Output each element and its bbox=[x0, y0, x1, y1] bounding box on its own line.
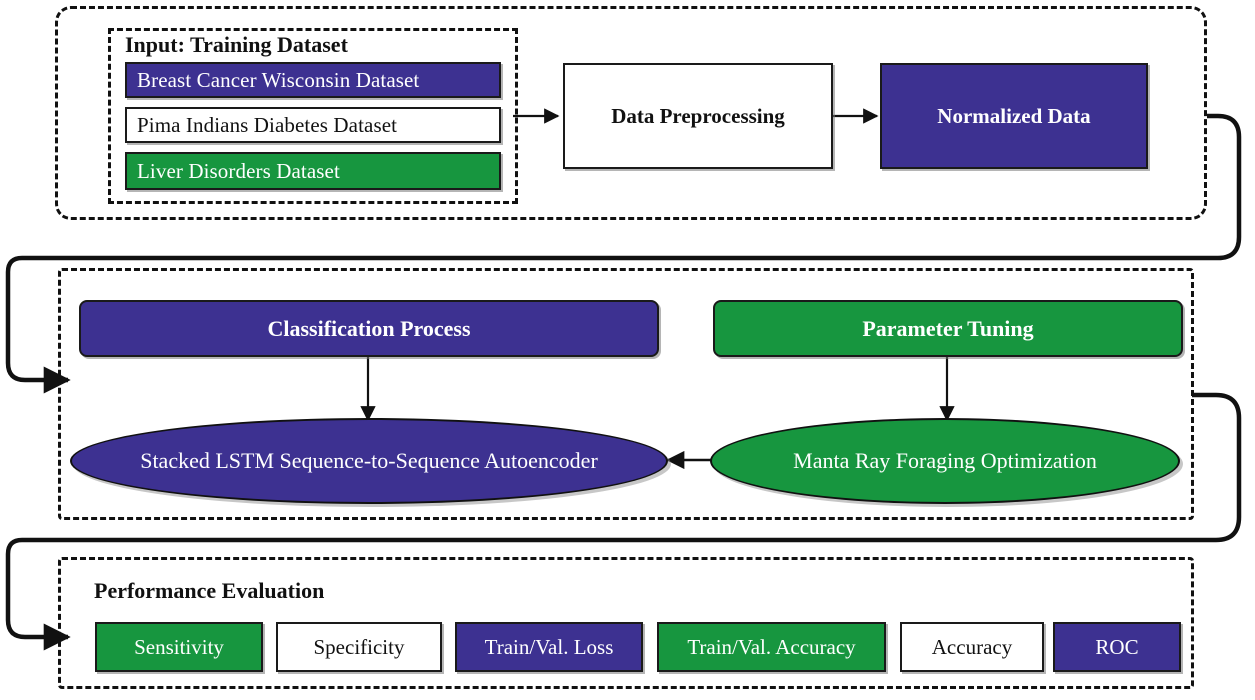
data-preprocessing-label: Data Preprocessing bbox=[611, 103, 785, 128]
autoencoder-ellipse[interactable]: Stacked LSTM Sequence-to-Sequence Autoen… bbox=[70, 418, 668, 504]
metric-label: Train/Val. Loss bbox=[484, 634, 614, 659]
metric-box-train-val-loss[interactable]: Train/Val. Loss bbox=[455, 622, 643, 672]
dataset-box-liver-disorders[interactable]: Liver Disorders Dataset bbox=[125, 152, 501, 190]
metric-box-specificity[interactable]: Specificity bbox=[276, 622, 442, 672]
parameter-tuning-label: Parameter Tuning bbox=[862, 315, 1034, 341]
metric-label: ROC bbox=[1095, 634, 1139, 659]
metric-box-sensitivity[interactable]: Sensitivity bbox=[95, 622, 263, 672]
input-training-dataset-group bbox=[108, 28, 518, 204]
metric-label: Specificity bbox=[313, 634, 405, 659]
data-preprocessing-box[interactable]: Data Preprocessing bbox=[563, 63, 833, 169]
metric-label: Accuracy bbox=[931, 634, 1013, 659]
optimizer-label: Manta Ray Foraging Optimization bbox=[793, 447, 1097, 473]
dataset-box-pima-diabetes[interactable]: Pima Indians Diabetes Dataset bbox=[125, 107, 501, 143]
metric-box-accuracy[interactable]: Accuracy bbox=[900, 622, 1044, 672]
metric-box-roc[interactable]: ROC bbox=[1053, 622, 1181, 672]
autoencoder-label: Stacked LSTM Sequence-to-Sequence Autoen… bbox=[140, 447, 598, 473]
dataset-label: Breast Cancer Wisconsin Dataset bbox=[137, 67, 420, 92]
normalized-data-box[interactable]: Normalized Data bbox=[880, 63, 1148, 169]
section-classification-tuning bbox=[58, 268, 1194, 520]
normalized-data-label: Normalized Data bbox=[937, 103, 1091, 128]
metric-label: Sensitivity bbox=[134, 634, 224, 659]
classification-process-box[interactable]: Classification Process bbox=[79, 300, 659, 357]
metric-label: Train/Val. Accuracy bbox=[687, 634, 856, 659]
dataset-box-breast-cancer[interactable]: Breast Cancer Wisconsin Dataset bbox=[125, 62, 501, 98]
parameter-tuning-box[interactable]: Parameter Tuning bbox=[713, 300, 1183, 357]
performance-evaluation-heading: Performance Evaluation bbox=[94, 578, 325, 603]
metric-box-train-val-accuracy[interactable]: Train/Val. Accuracy bbox=[657, 622, 886, 672]
dataset-label: Pima Indians Diabetes Dataset bbox=[137, 112, 398, 137]
input-group-heading: Input: Training Dataset bbox=[125, 32, 348, 57]
classification-process-label: Classification Process bbox=[267, 315, 471, 341]
section-input-preprocessing bbox=[55, 6, 1207, 220]
section-performance-evaluation bbox=[58, 557, 1194, 689]
optimizer-ellipse[interactable]: Manta Ray Foraging Optimization bbox=[710, 418, 1180, 504]
dataset-label: Liver Disorders Dataset bbox=[137, 158, 340, 183]
